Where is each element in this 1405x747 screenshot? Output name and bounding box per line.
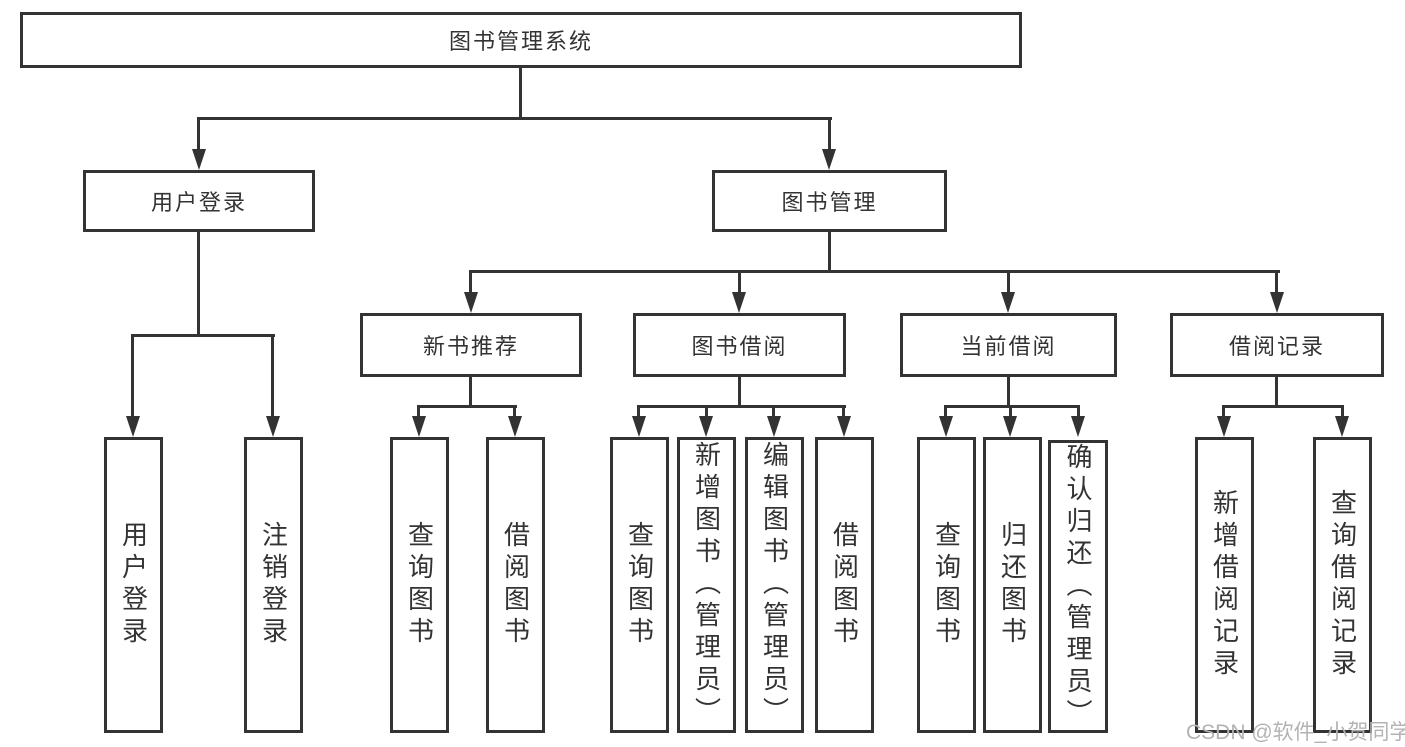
arrowhead-d3 xyxy=(1071,416,1085,437)
arrowhead-leaf-logout xyxy=(266,416,280,437)
connector-drop-book-management xyxy=(828,117,831,151)
node-root-label: 图书管理系统 xyxy=(448,29,593,54)
arrowhead-d2 xyxy=(1003,416,1017,437)
leaf-query-books-current-label: 查询图书 xyxy=(931,521,962,649)
arrowhead-c2 xyxy=(699,416,713,437)
connector-book-management-stem xyxy=(828,232,831,270)
connector-user-login-splitter xyxy=(131,334,275,337)
leaf-return-books-label: 归还图书 xyxy=(997,521,1028,649)
leaf-query-books-borrow: 查询图书 xyxy=(610,437,669,733)
leaf-add-books-admin: 新增图书（管理员） xyxy=(677,437,736,733)
connector-drop-c3 xyxy=(772,405,775,418)
connector-drop-leaf-user-login xyxy=(131,334,134,418)
arrowhead-leaf-user-login xyxy=(126,416,140,437)
leaf-query-books-recommend-label: 查询图书 xyxy=(404,521,435,649)
leaf-query-borrow-record: 查询借阅记录 xyxy=(1313,437,1372,733)
connector-drop-book-borrow xyxy=(738,270,741,294)
connector-drop-e2 xyxy=(1341,405,1344,418)
leaf-return-books: 归还图书 xyxy=(983,437,1042,733)
connector-level1-splitter xyxy=(197,117,832,120)
node-book-borrow-label: 图书借阅 xyxy=(691,334,788,359)
leaf-query-books-current: 查询图书 xyxy=(917,437,976,733)
node-borrow-records: 借阅记录 xyxy=(1170,313,1384,377)
arrowhead-c1 xyxy=(632,416,646,437)
leaf-query-borrow-record-label: 查询借阅记录 xyxy=(1327,489,1358,681)
connector-borrow-records-splitter xyxy=(1222,405,1344,408)
node-root: 图书管理系统 xyxy=(20,12,1022,68)
arrowhead-e1 xyxy=(1217,416,1231,437)
node-book-management: 图书管理 xyxy=(712,170,947,232)
leaf-query-books-recommend: 查询图书 xyxy=(390,437,449,733)
arrowhead-b1 xyxy=(412,416,426,437)
leaf-user-login: 用户登录 xyxy=(104,437,163,733)
arrowhead-current-borrow xyxy=(1001,292,1015,313)
leaf-borrow-books-label: 借阅图书 xyxy=(829,521,860,649)
leaf-add-books-admin-label: 新增图书（管理员） xyxy=(691,441,722,729)
node-user-login: 用户登录 xyxy=(83,170,315,232)
node-user-login-label: 用户登录 xyxy=(150,190,247,215)
arrowhead-c4 xyxy=(837,416,851,437)
connector-drop-c2 xyxy=(705,405,708,418)
leaf-borrow-books-recommend: 借阅图书 xyxy=(486,437,545,733)
arrowhead-d1 xyxy=(939,416,953,437)
leaf-logout-login: 注销登录 xyxy=(244,437,303,733)
connector-drop-new-book xyxy=(469,270,472,294)
arrowhead-c3 xyxy=(767,416,781,437)
connector-new-book-stem xyxy=(469,377,472,405)
connector-drop-d2 xyxy=(1009,405,1012,418)
leaf-confirm-return-admin-label: 确认归还（管理员） xyxy=(1063,443,1093,731)
node-book-management-label: 图书管理 xyxy=(781,190,878,215)
connector-drop-c1 xyxy=(637,405,640,418)
connector-borrow-records-stem xyxy=(1275,377,1278,405)
arrowhead-user-login xyxy=(192,149,206,170)
connector-book-borrow-stem xyxy=(738,377,741,405)
connector-current-borrow-stem xyxy=(1007,377,1010,405)
leaf-add-borrow-record-label: 新增借阅记录 xyxy=(1209,489,1240,681)
leaf-confirm-return-admin: 确认归还（管理员） xyxy=(1048,440,1108,733)
connector-root-stem xyxy=(519,68,522,117)
leaf-borrow-books-recommend-label: 借阅图书 xyxy=(500,521,531,649)
connector-drop-current-borrow xyxy=(1007,270,1010,294)
arrowhead-b2 xyxy=(508,416,522,437)
leaf-user-login-label: 用户登录 xyxy=(118,521,149,649)
connector-book-borrow-splitter xyxy=(637,405,846,408)
connector-drop-user-login xyxy=(197,117,200,151)
leaf-borrow-books: 借阅图书 xyxy=(815,437,874,733)
arrowhead-book-borrow xyxy=(732,292,746,313)
node-new-book-recommend: 新书推荐 xyxy=(360,313,582,377)
connector-drop-d3 xyxy=(1077,405,1080,418)
connector-drop-d1 xyxy=(944,405,947,418)
node-current-borrow: 当前借阅 xyxy=(900,313,1117,377)
arrowhead-book-management xyxy=(822,149,836,170)
leaf-logout-login-label: 注销登录 xyxy=(258,521,289,649)
connector-drop-b1 xyxy=(417,405,420,418)
leaf-edit-books-admin-label: 编辑图书（管理员） xyxy=(759,441,790,729)
connector-level2-splitter xyxy=(469,270,1280,273)
leaf-add-borrow-record: 新增借阅记录 xyxy=(1195,437,1254,733)
connector-drop-e1 xyxy=(1222,405,1225,418)
leaf-edit-books-admin: 编辑图书（管理员） xyxy=(745,437,804,733)
node-current-borrow-label: 当前借阅 xyxy=(960,334,1057,359)
csdn-watermark: CSDN @软件_小贺同学 xyxy=(1186,721,1405,744)
connector-current-borrow-splitter xyxy=(944,405,1080,408)
connector-drop-leaf-logout xyxy=(271,334,274,418)
connector-new-book-splitter xyxy=(417,405,517,408)
node-new-book-recommend-label: 新书推荐 xyxy=(422,334,519,359)
node-book-borrow: 图书借阅 xyxy=(633,313,846,377)
connector-user-login-stem xyxy=(197,232,200,334)
arrowhead-borrow-records xyxy=(1270,292,1284,313)
connector-drop-borrow-records xyxy=(1275,270,1278,294)
arrowhead-e2 xyxy=(1335,416,1349,437)
connector-drop-b2 xyxy=(513,405,516,418)
arrowhead-new-book xyxy=(464,292,478,313)
leaf-query-books-borrow-label: 查询图书 xyxy=(624,521,655,649)
connector-drop-c4 xyxy=(842,405,845,418)
node-borrow-records-label: 借阅记录 xyxy=(1228,334,1325,359)
